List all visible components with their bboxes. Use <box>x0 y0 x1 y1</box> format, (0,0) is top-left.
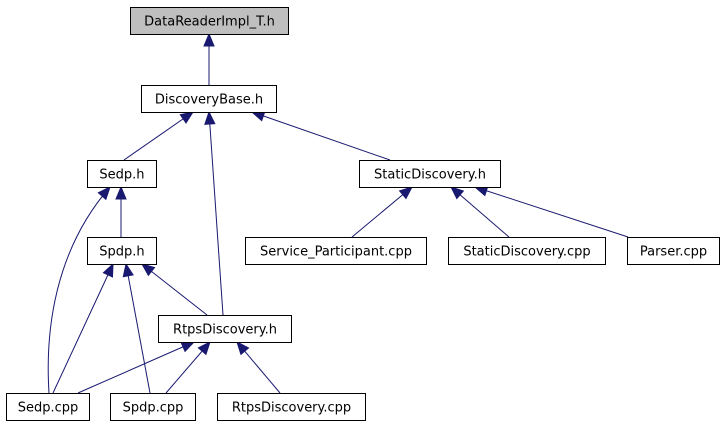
node-rtpsdiscovery-h[interactable]: RtpsDiscovery.h <box>158 315 292 343</box>
node-sedp-cpp[interactable]: Sedp.cpp <box>6 393 90 421</box>
edge-rtpsdiscovery_h-to-discoverybase_h <box>208 111 224 316</box>
arrowhead-rtpsdiscovery_h-to-discoverybase_h <box>204 110 216 125</box>
node-parser-cpp[interactable]: Parser.cpp <box>627 237 720 265</box>
node-box[interactable] <box>6 393 90 421</box>
edge-sedp_cpp-to-rtpsdiscovery_h <box>77 341 195 394</box>
arrowhead-spdp_cpp-to-spdp_h <box>122 262 134 278</box>
node-discoverybase-h[interactable]: DiscoveryBase.h <box>141 85 277 113</box>
node-spdp-h[interactable]: Spdp.h <box>87 237 157 265</box>
arrowhead-spdp_cpp-to-rtpsdiscovery_h <box>197 341 211 356</box>
arrowhead-rtpsdiscovery_cpp-to-rtpsdiscovery_h <box>236 341 250 356</box>
node-service-participant-cpp[interactable]: Service_Participant.cpp <box>245 237 427 265</box>
node-box[interactable] <box>130 7 289 35</box>
node-label: Spdp.h <box>99 245 144 260</box>
node-datareaderimpl-t-h[interactable]: DataReaderImpl_T.h <box>130 7 289 35</box>
node-box[interactable] <box>158 315 292 343</box>
edge-sedp_cpp-to-sedp_h <box>47 186 111 394</box>
arrowhead-sedp_cpp-to-rtpsdiscovery_h <box>180 341 196 353</box>
arrowhead-staticdiscovery_cpp-to-staticdiscovery_h <box>450 186 465 200</box>
edge-rtpsdiscovery_h-to-spdp_h <box>141 263 208 316</box>
node-sedp-h[interactable]: Sedp.h <box>87 160 157 188</box>
node-box[interactable] <box>448 237 606 265</box>
edge-service_participant_cpp-to-staticdiscovery_h <box>351 186 413 238</box>
edge-parser_cpp-to-staticdiscovery_h <box>474 186 629 238</box>
arrowhead-discoverybase_h-to-datareaderimpl_t_h <box>203 32 215 47</box>
node-label: StaticDiscovery.cpp <box>463 245 590 260</box>
edge-staticdiscovery_h-to-discoverybase_h <box>251 111 391 161</box>
arrowhead-service_participant_cpp-to-staticdiscovery_h <box>398 186 413 200</box>
node-label: RtpsDiscovery.cpp <box>232 401 351 416</box>
node-box[interactable] <box>217 393 366 421</box>
node-label: Spdp.cpp <box>123 401 184 416</box>
node-box[interactable] <box>87 237 157 265</box>
node-box[interactable] <box>141 85 277 113</box>
node-label: StaticDiscovery.h <box>374 168 486 183</box>
node-label: Parser.cpp <box>640 245 707 260</box>
arrowhead-spdp_h-to-sedp_h <box>115 185 127 200</box>
edge-sedp_cpp-to-spdp_h <box>52 263 114 394</box>
node-label: DataReaderImpl_T.h <box>144 15 275 30</box>
node-box[interactable] <box>87 160 157 188</box>
node-box[interactable] <box>245 237 427 265</box>
edge-layer <box>47 32 629 394</box>
node-staticdiscovery-h[interactable]: StaticDiscovery.h <box>359 160 501 188</box>
node-label: Service_Participant.cpp <box>260 245 412 260</box>
arrowhead-sedp_h-to-discoverybase_h <box>179 111 195 124</box>
node-label: DiscoveryBase.h <box>155 93 263 108</box>
node-label: RtpsDiscovery.h <box>173 323 277 338</box>
edge-sedp_h-to-discoverybase_h <box>123 111 194 161</box>
arrowhead-sedp_cpp-to-sedp_h <box>97 186 111 201</box>
node-box[interactable] <box>359 160 501 188</box>
node-label: Sedp.h <box>99 168 144 183</box>
node-rtpsdiscovery-cpp[interactable]: RtpsDiscovery.cpp <box>217 393 366 421</box>
node-spdp-cpp[interactable]: Spdp.cpp <box>110 393 196 421</box>
arrowhead-rtpsdiscovery_h-to-spdp_h <box>140 263 156 277</box>
node-staticdiscovery-cpp[interactable]: StaticDiscovery.cpp <box>448 237 606 265</box>
arrowhead-sedp_cpp-to-spdp_h <box>102 262 114 278</box>
node-box[interactable] <box>110 393 196 421</box>
edge-spdp_cpp-to-spdp_h <box>125 263 151 394</box>
edge-staticdiscovery_cpp-to-staticdiscovery_h <box>450 186 510 238</box>
node-box[interactable] <box>627 237 720 265</box>
node-label: Sedp.cpp <box>18 401 79 416</box>
